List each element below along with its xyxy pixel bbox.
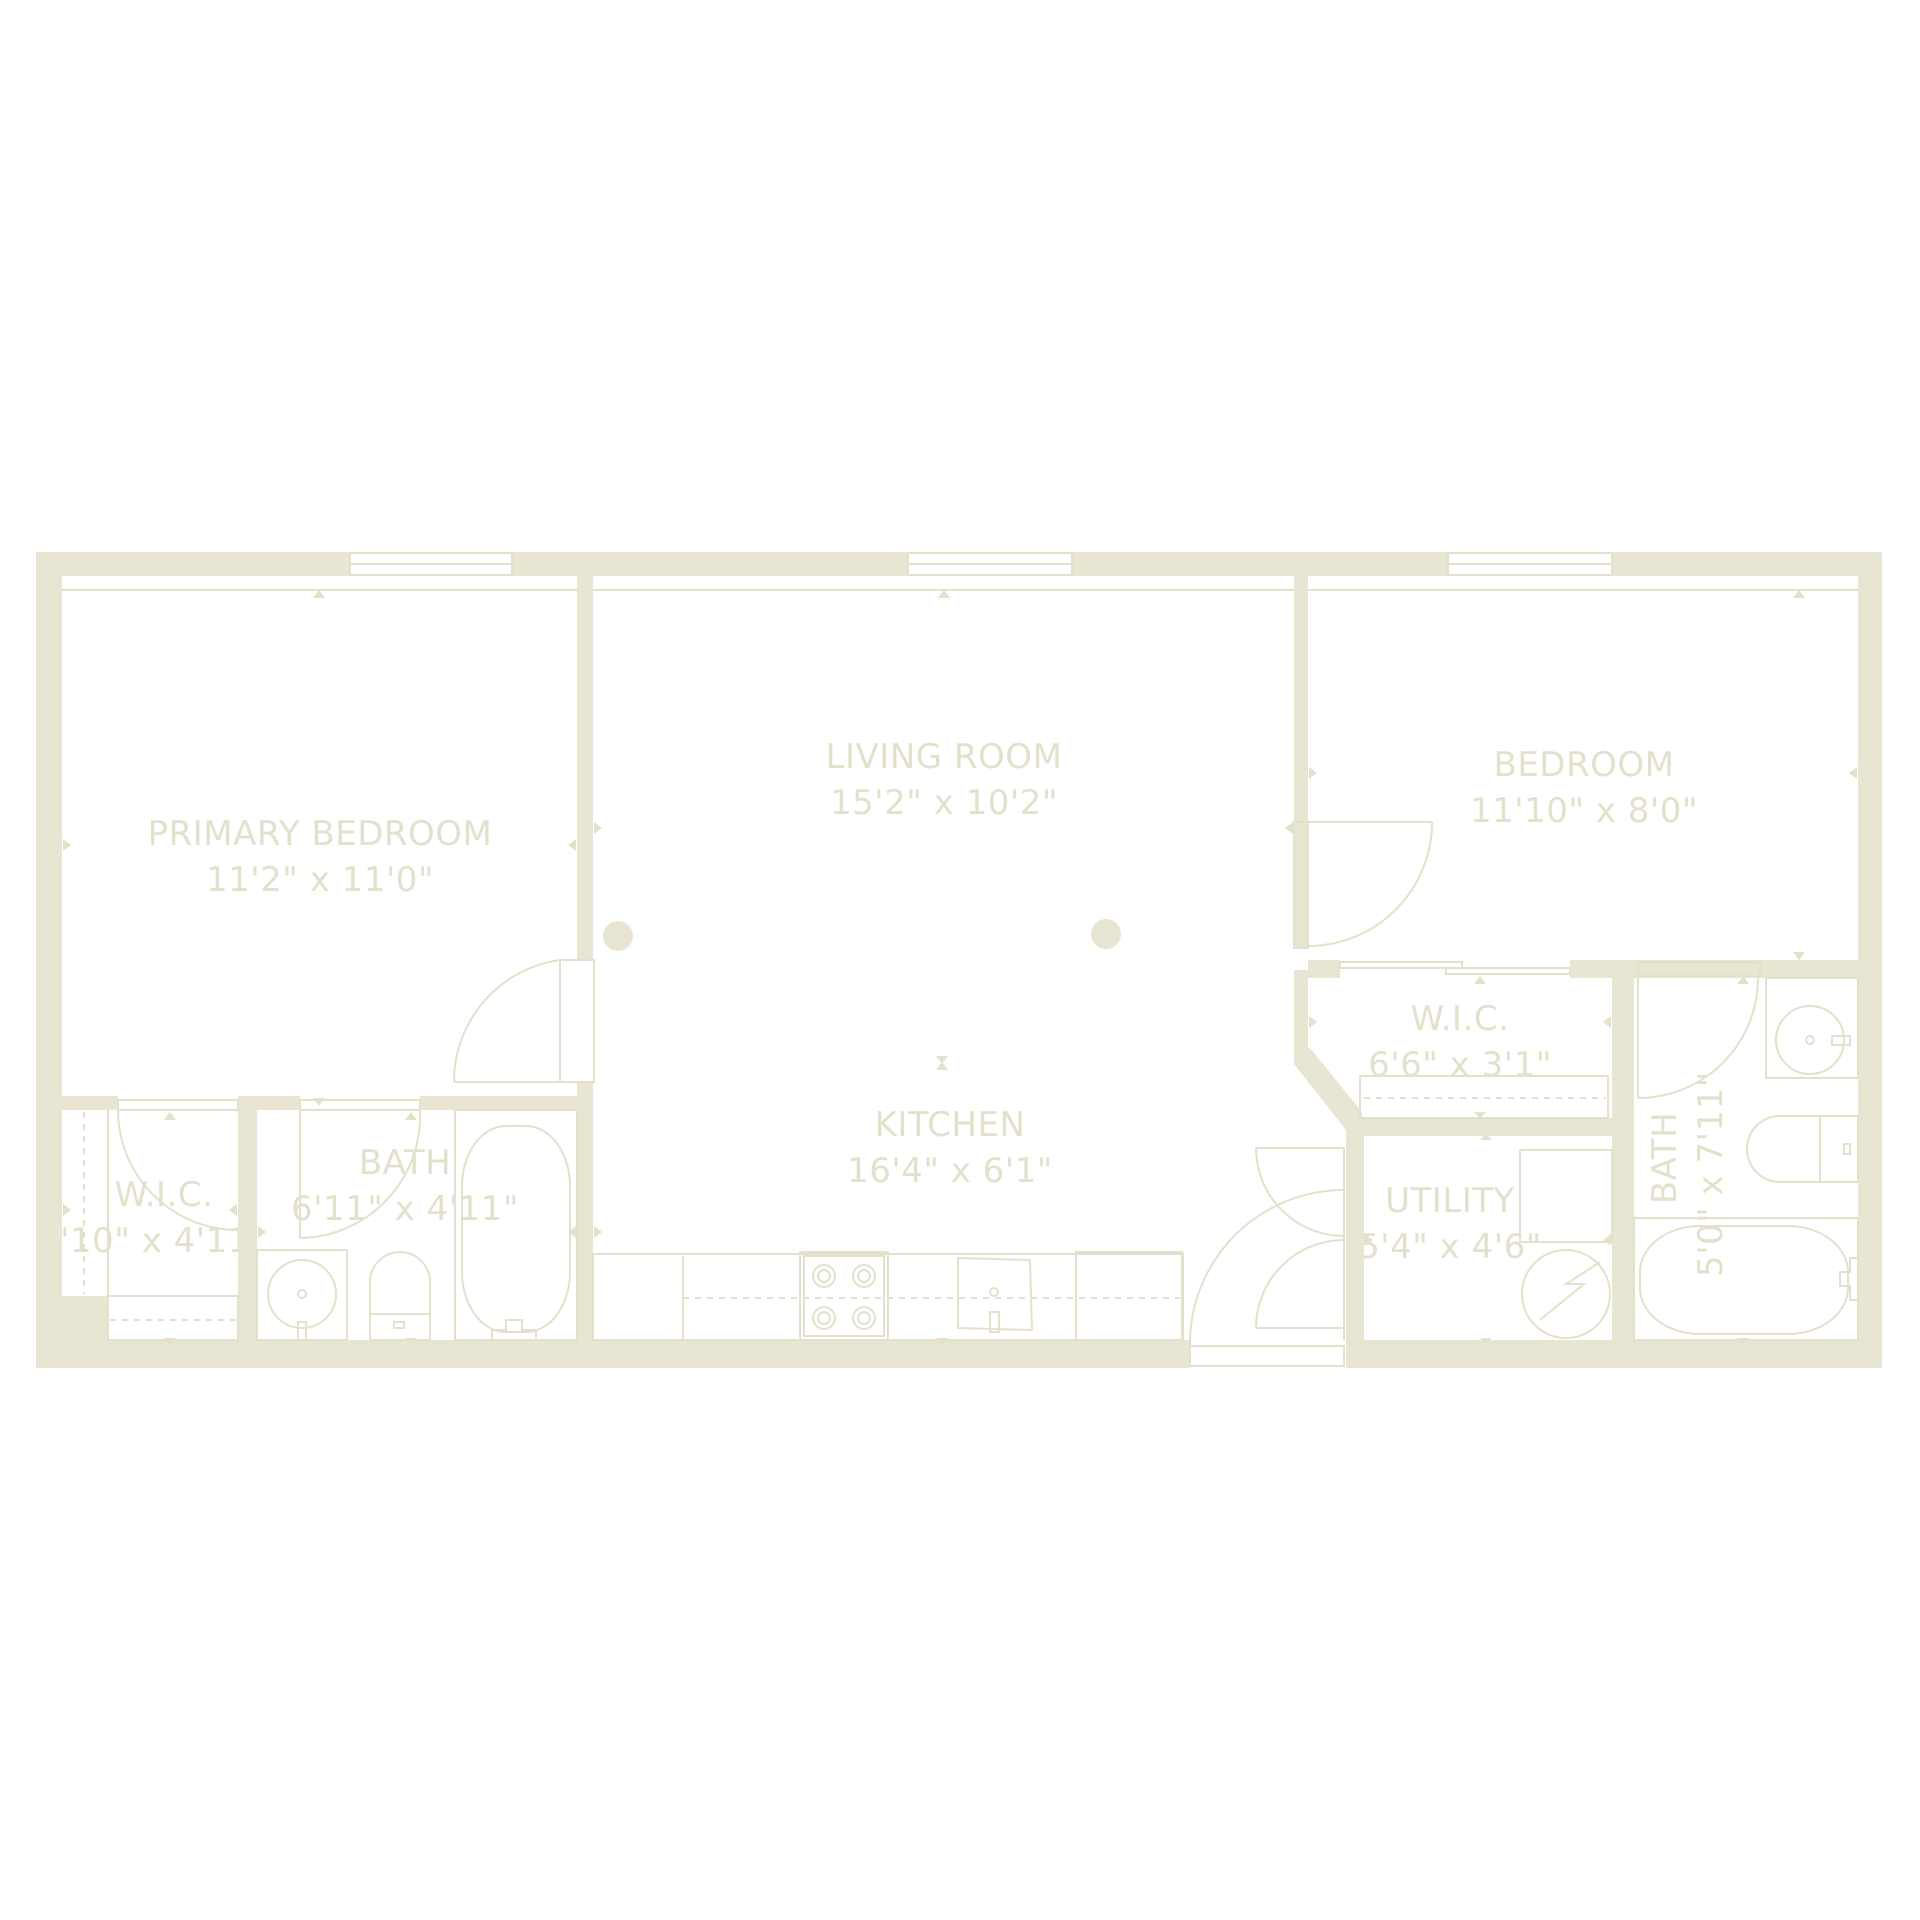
windows xyxy=(62,552,1858,591)
utility-dims: 5'4" x 4'6" xyxy=(1358,1227,1542,1267)
room-labels: PRIMARY BEDROOM 11'2" x 11'0" LIVING ROO… xyxy=(38,737,1731,1277)
door-wic-left xyxy=(117,1099,239,1231)
bedroom-dims: 11'10" x 8'0" xyxy=(1470,791,1698,831)
window-primary-bedroom xyxy=(349,552,513,576)
door-bedroom xyxy=(1293,821,1433,949)
bath-left-dims: 6'11" x 4'11" xyxy=(291,1189,519,1229)
door-bath-right xyxy=(1637,961,1761,1099)
door-wic-right-sliding xyxy=(1339,961,1571,975)
wic-right-name: W.I.C. xyxy=(1411,999,1510,1039)
kitchen-name: KITCHEN xyxy=(875,1105,1026,1145)
living-room-name: LIVING ROOM xyxy=(826,737,1063,777)
primary-bedroom-name: PRIMARY BEDROOM xyxy=(148,814,493,854)
stove xyxy=(799,1251,889,1341)
window-living-room xyxy=(907,552,1073,576)
utility-appliances xyxy=(1519,1149,1613,1339)
walls xyxy=(36,552,1882,1368)
living-room-dims: 15'2" x 10'2" xyxy=(830,783,1058,823)
column-left xyxy=(603,921,633,951)
bath-right-name: BATH xyxy=(1645,1112,1685,1204)
columns xyxy=(603,919,1121,951)
wic-left-dims: 3'10" x 4'11" xyxy=(38,1221,266,1261)
window-bedroom xyxy=(1447,552,1613,576)
door-bath-left xyxy=(299,1099,422,1239)
bath-left-fixtures xyxy=(256,1109,578,1341)
kitchen-dims: 16'4" x 6'1" xyxy=(847,1151,1053,1191)
door-entry xyxy=(1189,1147,1345,1367)
wic-right-dims: 6'6" x 3'1" xyxy=(1368,1045,1552,1085)
doors xyxy=(117,821,1761,1367)
dimension-markers xyxy=(63,590,1857,1346)
primary-bedroom-dims: 11'2" x 11'0" xyxy=(206,860,434,900)
utility-name: UTILITY xyxy=(1385,1181,1515,1221)
bath-right-dims: 5'0" x 7'11" xyxy=(1691,1071,1731,1277)
column-right xyxy=(1091,919,1121,949)
wic-left-name: W.I.C. xyxy=(115,1175,214,1215)
bath-right-fixtures xyxy=(1633,977,1859,1341)
bedroom-name: BEDROOM xyxy=(1494,745,1675,785)
bath-left-name: BATH xyxy=(359,1143,451,1183)
kitchen-sink xyxy=(957,1256,1034,1333)
door-primary-bedroom xyxy=(452,959,595,1083)
